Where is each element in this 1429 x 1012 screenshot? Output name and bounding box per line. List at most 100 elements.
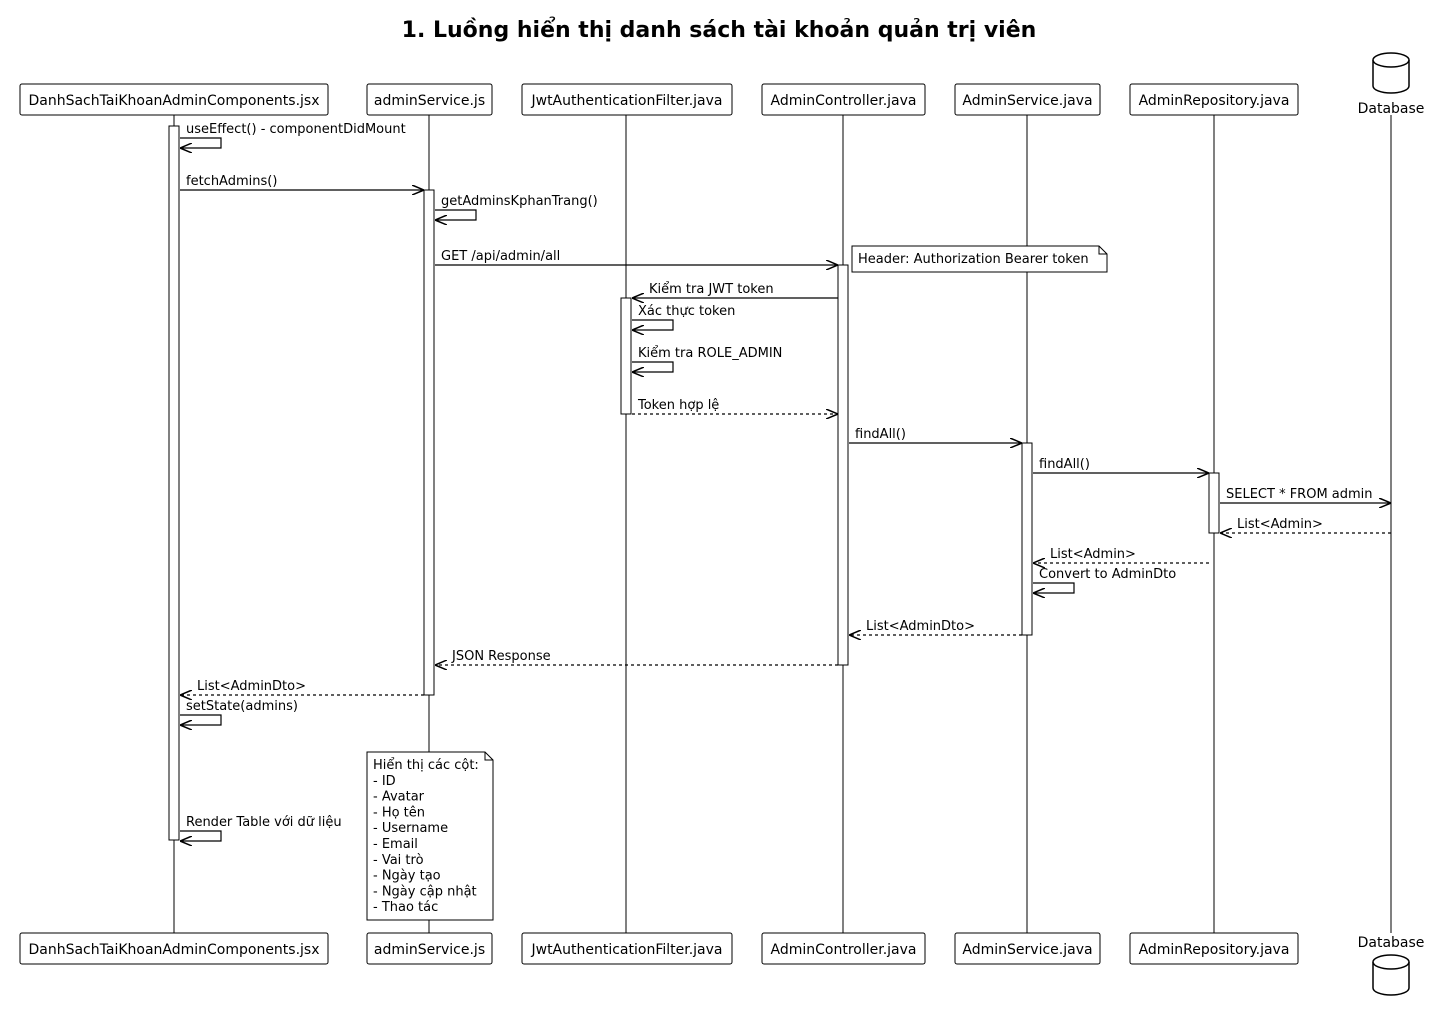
message-label: SELECT * FROM admin — [1226, 487, 1373, 502]
note: Header: Authorization Bearer token — [851, 245, 1108, 273]
participant-box — [1129, 932, 1299, 965]
note-line: - Ngày cập nhật — [373, 884, 477, 899]
message-label: List<AdminDto> — [866, 619, 975, 634]
note-line: - Họ tên — [373, 805, 425, 820]
message-label: Token hợp lệ — [637, 398, 719, 413]
message-arrow — [632, 361, 674, 372]
note-fold — [1098, 246, 1107, 255]
message-label: useEffect() - componentDidMount — [186, 122, 406, 137]
activation-bar-repo — [1208, 472, 1220, 534]
message: findAll() — [849, 427, 1021, 443]
message: Convert to AdminDto — [1033, 567, 1176, 593]
note-line: Header: Authorization Bearer token — [858, 252, 1089, 267]
participant-label: adminService.js — [374, 93, 485, 109]
message-arrow — [1033, 582, 1075, 593]
participant-db-top: Database — [1358, 52, 1425, 117]
message-arrow — [180, 137, 222, 148]
message-arrow — [632, 319, 674, 330]
database-icon-top — [1372, 954, 1410, 970]
note-line: - ID — [373, 774, 396, 789]
message-label: Convert to AdminDto — [1039, 567, 1176, 582]
participant-box — [366, 83, 493, 116]
participant-label: Database — [1358, 101, 1425, 117]
message: setState(admins) — [180, 699, 298, 725]
message: getAdminsKphanTrang() — [435, 194, 598, 220]
note-line: - Vai trò — [373, 853, 424, 868]
participant-ui-top: DanhSachTaiKhoanAdminComponents.jsx — [19, 83, 329, 116]
participant-ui-bottom: DanhSachTaiKhoanAdminComponents.jsx — [19, 932, 329, 965]
activation-bar-jwt — [620, 297, 632, 415]
database-icon-top — [1372, 52, 1410, 68]
activation-bar-ctrl — [837, 264, 849, 666]
participant-label: JwtAuthenticationFilter.java — [530, 93, 722, 109]
note-line: - Username — [373, 821, 448, 836]
message-arrow — [180, 830, 222, 841]
participant-box — [954, 83, 1101, 116]
diagram-title: 1. Luồng hiển thị danh sách tài khoản qu… — [402, 17, 1037, 43]
message: List<Admin> — [1034, 547, 1209, 563]
note-line: - Ngày tạo — [373, 869, 441, 884]
participant-box — [19, 932, 329, 965]
message-label: Render Table với dữ liệu — [186, 815, 342, 830]
message: Kiểm tra JWT token — [633, 282, 838, 298]
message: fetchAdmins() — [180, 174, 423, 190]
message: List<AdminDto> — [181, 679, 424, 695]
participant-label: AdminController.java — [771, 93, 917, 109]
participant-svc_js-bottom: adminService.js — [366, 932, 493, 965]
participant-label: AdminRepository.java — [1139, 93, 1290, 109]
participant-box — [954, 932, 1101, 965]
message: Render Table với dữ liệu — [180, 815, 342, 841]
database-icon-body — [1372, 60, 1410, 94]
participant-label: DanhSachTaiKhoanAdminComponents.jsx — [28, 93, 319, 109]
message: Kiểm tra ROLE_ADMIN — [632, 346, 782, 372]
participant-label: DanhSachTaiKhoanAdminComponents.jsx — [28, 942, 319, 958]
message-label: Kiểm tra ROLE_ADMIN — [638, 346, 782, 361]
message-label: GET /api/admin/all — [441, 249, 560, 264]
message-label: Kiểm tra JWT token — [649, 282, 774, 297]
note-box — [851, 245, 1108, 273]
note-box — [366, 751, 494, 921]
message-arrow — [435, 209, 477, 220]
message: List<AdminDto> — [850, 619, 1022, 635]
message: List<Admin> — [1221, 517, 1391, 533]
participant-label: AdminService.java — [962, 93, 1092, 109]
message-label: Xác thực token — [638, 304, 735, 319]
participant-jwt-bottom: JwtAuthenticationFilter.java — [521, 932, 733, 965]
message: GET /api/admin/all — [435, 249, 837, 265]
participant-label: adminService.js — [374, 942, 485, 958]
activation-bar-svc_java — [1021, 442, 1033, 636]
participant-svc_java-bottom: AdminService.java — [954, 932, 1101, 965]
participant-repo-bottom: AdminRepository.java — [1129, 932, 1299, 965]
participant-box — [19, 83, 329, 116]
note-line: - Avatar — [373, 790, 425, 805]
participant-box — [521, 83, 733, 116]
activation-bar-svc_js — [423, 189, 435, 696]
participant-ctrl-top: AdminController.java — [761, 83, 926, 116]
participant-box — [366, 932, 493, 965]
participant-box — [761, 932, 926, 965]
message: SELECT * FROM admin — [1220, 487, 1390, 503]
message-label: JSON Response — [451, 649, 551, 664]
participant-label: JwtAuthenticationFilter.java — [530, 942, 722, 958]
message: useEffect() - componentDidMount — [180, 122, 406, 148]
message-label: List<Admin> — [1050, 547, 1136, 562]
participant-ctrl-bottom: AdminController.java — [761, 932, 926, 965]
message-label: List<Admin> — [1237, 517, 1323, 532]
note-line: Hiển thị các cột: — [373, 758, 479, 773]
message: Token hợp lệ — [632, 398, 837, 414]
participant-label: Database — [1358, 935, 1425, 951]
message-label: List<AdminDto> — [197, 679, 306, 694]
participant-label: AdminService.java — [962, 942, 1092, 958]
note-line: - Thao tác — [373, 900, 438, 915]
participant-repo-top: AdminRepository.java — [1129, 83, 1299, 116]
participant-svc_js-top: adminService.js — [366, 83, 493, 116]
note: Hiển thị các cột:- ID- Avatar- Họ tên- U… — [366, 751, 494, 921]
note-fold — [484, 752, 493, 761]
message: Xác thực token — [632, 304, 735, 330]
message-label: setState(admins) — [186, 699, 298, 714]
message-label: findAll() — [1039, 457, 1090, 472]
participant-svc_java-top: AdminService.java — [954, 83, 1101, 116]
note-line: - Email — [373, 837, 418, 852]
message-label: findAll() — [855, 427, 906, 442]
participant-label: AdminRepository.java — [1139, 942, 1290, 958]
